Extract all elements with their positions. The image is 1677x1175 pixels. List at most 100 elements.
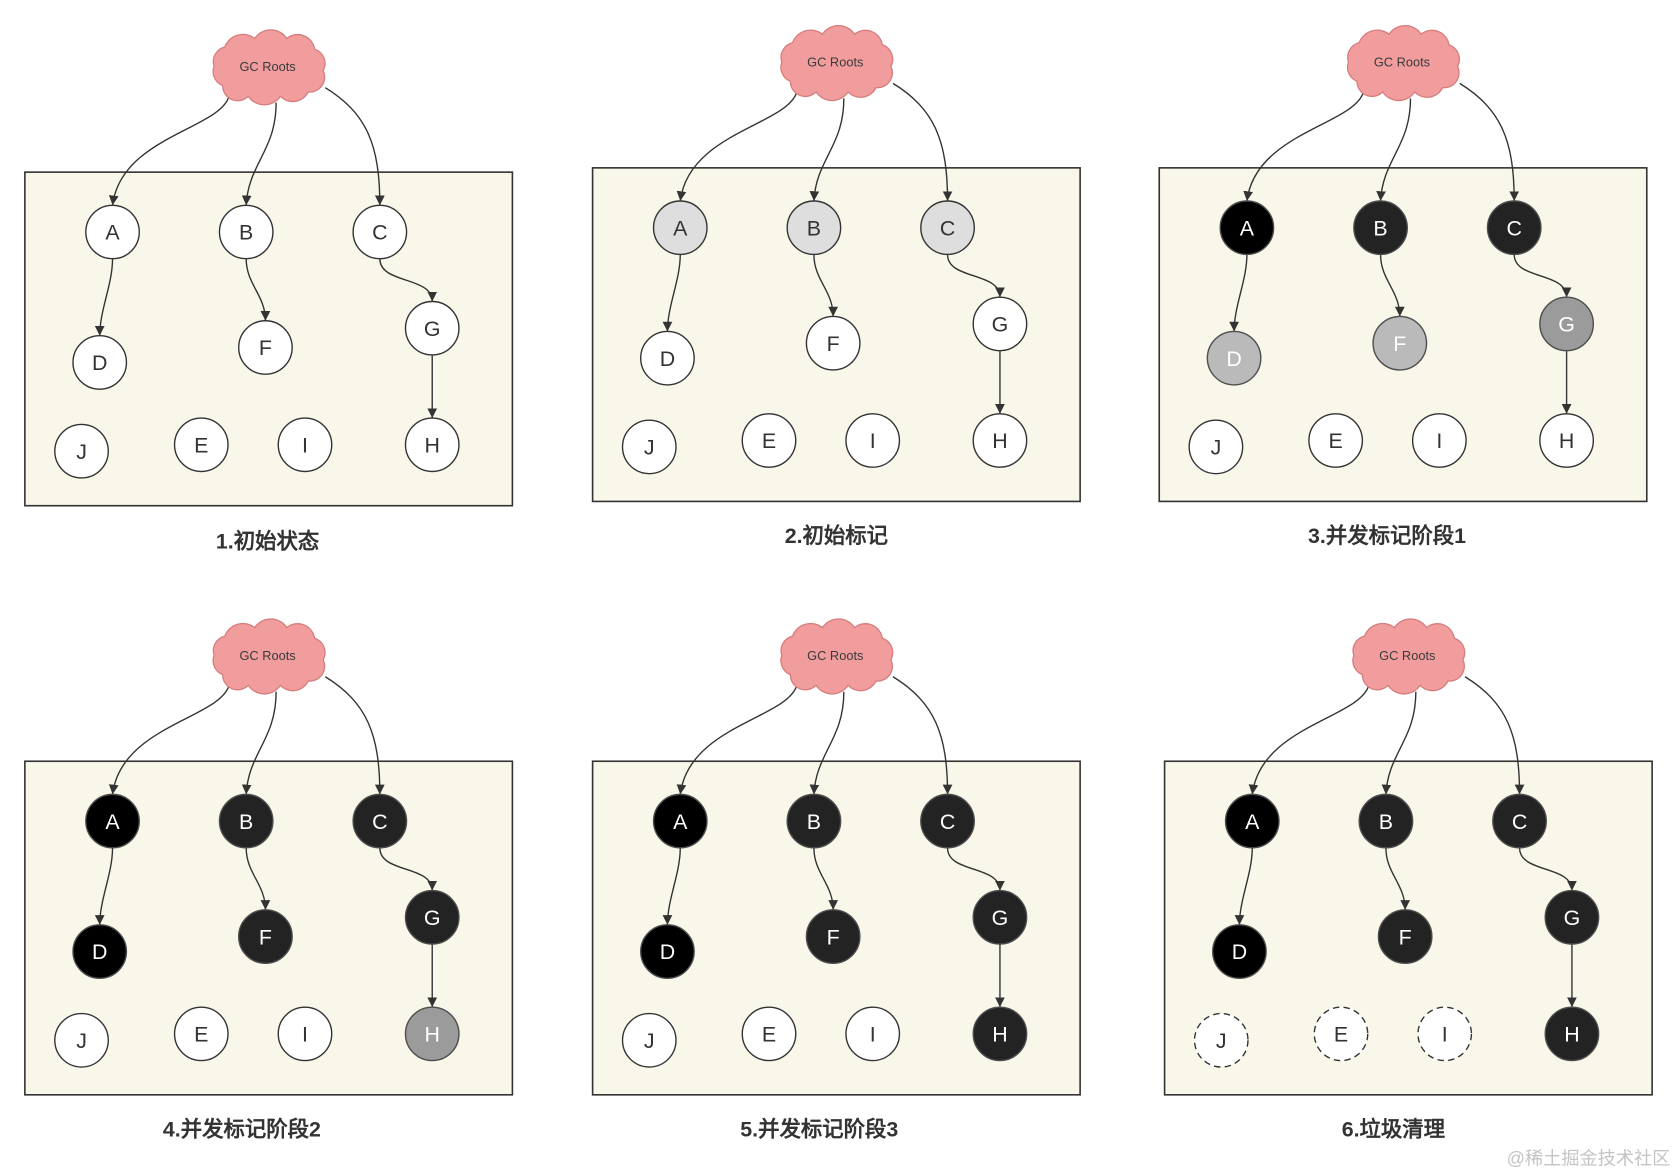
edge-c-to-g bbox=[946, 847, 1005, 891]
node-g-circle bbox=[972, 889, 1028, 945]
reference-edges bbox=[94, 87, 438, 419]
edge-gc-roots-to-c bbox=[892, 676, 953, 795]
node-f-label: F bbox=[1399, 925, 1412, 949]
node-c-label: C bbox=[1506, 216, 1521, 240]
node-i-circle bbox=[277, 417, 333, 473]
edge-c-to-g bbox=[379, 847, 438, 891]
node-d-label: D bbox=[1226, 347, 1241, 371]
node-d-label: D bbox=[660, 940, 675, 964]
gc-roots-cloud: GC Roots bbox=[780, 25, 894, 102]
node-a: A bbox=[85, 793, 140, 849]
edge-gc-roots-to-c bbox=[324, 676, 385, 795]
node-f: F bbox=[238, 320, 293, 375]
stage-caption: 3.并发标记阶段1 bbox=[1308, 523, 1466, 548]
edge-gc-roots-to-b bbox=[809, 98, 845, 202]
node-b-circle bbox=[786, 793, 842, 849]
edge-gc-roots-to-b bbox=[241, 691, 277, 795]
edge-gc-roots-to-a bbox=[676, 685, 798, 795]
node-d-circle bbox=[72, 335, 128, 390]
node-e-circle bbox=[741, 1006, 797, 1062]
node-a: A bbox=[1219, 200, 1275, 256]
node-b: B bbox=[218, 204, 274, 260]
gc-roots-cloud: GC Roots bbox=[212, 618, 326, 695]
node-e-circle bbox=[173, 417, 229, 473]
node-j-circle bbox=[54, 423, 109, 479]
node-f: F bbox=[238, 909, 293, 965]
node-h: H bbox=[404, 417, 460, 473]
node-d-label: D bbox=[92, 940, 107, 964]
watermark: @稀土掘金技术社区 bbox=[1507, 1148, 1671, 1168]
node-i: I bbox=[1417, 1006, 1473, 1062]
node-b-label: B bbox=[1373, 216, 1387, 240]
node-i-label: I bbox=[870, 1023, 876, 1047]
node-d: D bbox=[640, 924, 695, 979]
node-c: C bbox=[352, 793, 408, 849]
gc-roots-label: GC Roots bbox=[1379, 648, 1435, 663]
node-d: D bbox=[72, 335, 128, 390]
node-g: G bbox=[972, 889, 1028, 945]
node-j: J bbox=[621, 419, 677, 475]
node-h-label: H bbox=[1564, 1023, 1579, 1047]
reference-edges bbox=[662, 82, 1005, 414]
node-f: F bbox=[805, 909, 861, 965]
node-d: D bbox=[1212, 924, 1267, 979]
node-h-circle bbox=[972, 1006, 1028, 1062]
node-e-circle bbox=[1313, 1006, 1369, 1062]
node-a-label: A bbox=[105, 221, 120, 245]
node-i: I bbox=[845, 1006, 901, 1062]
node-e-label: E bbox=[1334, 1023, 1348, 1047]
node-f: F bbox=[1372, 315, 1428, 371]
node-a-circle bbox=[1224, 793, 1280, 849]
node-j: J bbox=[621, 1012, 677, 1068]
cloud-shape bbox=[1346, 25, 1460, 102]
node-c: C bbox=[920, 793, 975, 849]
node-j-label: J bbox=[1216, 1029, 1227, 1053]
node-b-label: B bbox=[239, 221, 253, 245]
node-c-label: C bbox=[940, 216, 955, 240]
node-h: H bbox=[1544, 1006, 1600, 1062]
node-e: E bbox=[1308, 413, 1364, 468]
node-e-circle bbox=[173, 1006, 229, 1062]
node-f: F bbox=[805, 315, 861, 371]
node-g: G bbox=[404, 889, 460, 945]
node-e-label: E bbox=[1329, 429, 1343, 453]
gc-roots-cloud: GC Roots bbox=[212, 29, 326, 106]
node-h-circle bbox=[972, 413, 1028, 468]
stage-caption: 5.并发标记阶段3 bbox=[740, 1117, 898, 1142]
edge-gc-roots-to-a bbox=[1248, 685, 1370, 795]
edge-b-to-f bbox=[1379, 254, 1405, 317]
node-h-circle bbox=[1539, 413, 1595, 468]
node-f-circle bbox=[238, 909, 293, 965]
node-c: C bbox=[1492, 793, 1547, 849]
node-g-circle bbox=[1539, 296, 1595, 352]
edge-b-to-f bbox=[245, 847, 271, 910]
node-f-circle bbox=[1377, 909, 1433, 965]
node-c: C bbox=[1486, 200, 1542, 256]
node-g: G bbox=[404, 300, 460, 356]
node-f-label: F bbox=[827, 925, 840, 949]
node-j-label: J bbox=[644, 436, 655, 460]
node-b: B bbox=[786, 793, 842, 849]
edge-b-to-f bbox=[1385, 847, 1411, 910]
node-c-circle bbox=[1486, 200, 1542, 256]
cloud-shape bbox=[1352, 618, 1466, 695]
node-i-label: I bbox=[1436, 429, 1442, 453]
node-d-circle bbox=[1206, 330, 1262, 386]
node-c-label: C bbox=[372, 810, 387, 834]
cloud-shape bbox=[212, 29, 326, 106]
reference-edges bbox=[1234, 676, 1577, 1008]
edge-a-to-d bbox=[94, 258, 114, 336]
edge-gc-roots-to-a bbox=[676, 91, 798, 202]
node-c-circle bbox=[920, 793, 975, 849]
node-h-circle bbox=[404, 1006, 460, 1062]
node-i-label: I bbox=[870, 429, 876, 453]
node-b: B bbox=[1358, 793, 1414, 849]
gc-roots-label: GC Roots bbox=[807, 648, 863, 663]
